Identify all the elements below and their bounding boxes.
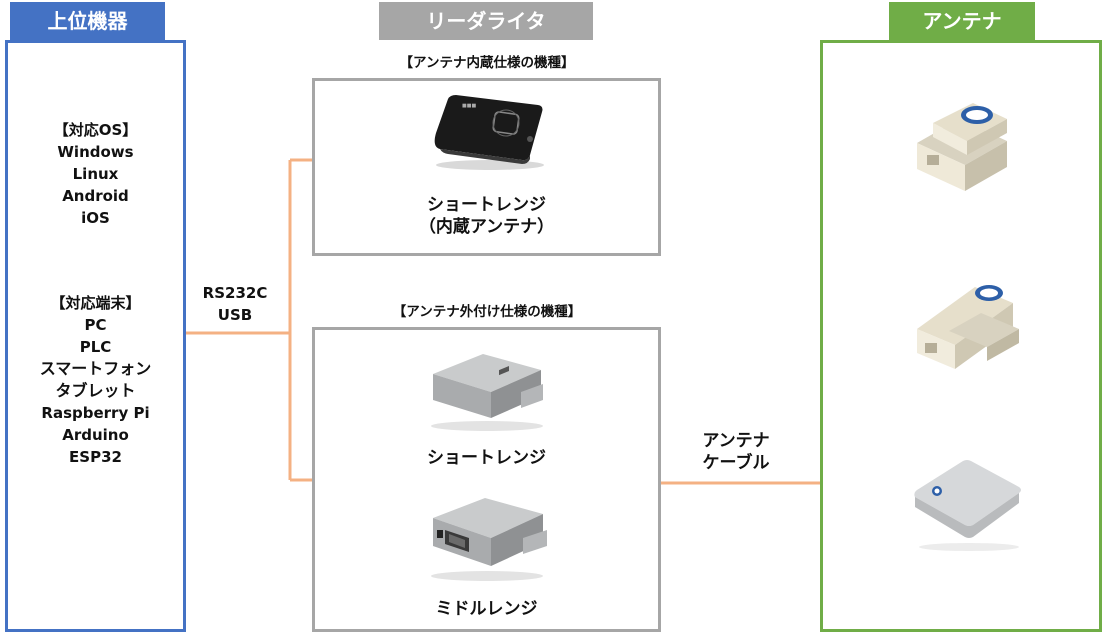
antenna-long-image — [917, 285, 1019, 369]
antenna-panel — [820, 40, 1102, 632]
device-item-pc: PC — [84, 316, 107, 334]
middle-range-reader-image — [431, 498, 547, 581]
os-item-linux: Linux — [72, 165, 119, 183]
reader-title: リーダライタ — [379, 2, 593, 40]
device-item-arduino: Arduino — [62, 426, 129, 444]
device-item-smartphone: スマートフォン — [39, 359, 152, 378]
internal-antenna-panel: ■■■ ショートレンジ （内蔵アンテナ） — [312, 78, 661, 256]
antenna-title: アンテナ — [889, 2, 1035, 40]
short-range-external-reader-image — [431, 354, 543, 431]
antenna-small-image — [917, 103, 1007, 191]
internal-reader-name: ショートレンジ — [427, 195, 546, 215]
external-antenna-heading: 【アンテナ外付け仕様の機種】 — [392, 304, 582, 320]
device-item-esp32: ESP32 — [69, 448, 122, 466]
device-item-raspberry-pi: Raspberry Pi — [41, 404, 150, 422]
svg-text:■■■: ■■■ — [462, 103, 476, 109]
external-middle-range-caption: ミドルレンジ — [435, 599, 538, 619]
antenna-flat-image — [914, 460, 1021, 551]
device-section: 【対応端末】 PC PLC スマートフォン タブレット Raspberry Pi… — [8, 292, 183, 468]
os-item-windows: Windows — [57, 143, 134, 161]
interface-rs232c: RS232C — [202, 284, 268, 302]
antenna-cable-line1: アンテナ — [702, 431, 770, 451]
external-antenna-panel: ショートレンジ ミドルレンジ — [312, 327, 661, 632]
device-heading: 【対応端末】 — [50, 294, 141, 312]
os-heading: 【対応OS】 — [53, 121, 138, 139]
host-title: 上位機器 — [10, 2, 165, 40]
internal-reader-note: （内蔵アンテナ） — [418, 217, 555, 237]
device-item-plc: PLC — [79, 338, 112, 356]
external-short-range-caption: ショートレンジ — [427, 448, 546, 468]
interface-usb: USB — [217, 306, 253, 324]
internal-antenna-heading: 【アンテナ内蔵仕様の機種】 — [399, 55, 575, 71]
os-section: 【対応OS】 Windows Linux Android iOS — [8, 119, 183, 229]
os-item-android: Android — [62, 187, 129, 205]
antenna-cable-line2: ケーブル — [702, 453, 770, 473]
short-range-internal-reader-image: ■■■ — [434, 95, 544, 170]
host-panel: 【対応OS】 Windows Linux Android iOS 【対応端末】 … — [5, 40, 186, 632]
interface-label: RS232C USB — [195, 282, 275, 326]
device-item-tablet: タブレット — [55, 381, 136, 400]
antenna-cable-label: アンテナ ケーブル — [676, 430, 796, 474]
os-item-ios: iOS — [81, 209, 110, 227]
internal-reader-caption: ショートレンジ （内蔵アンテナ） — [315, 194, 658, 238]
